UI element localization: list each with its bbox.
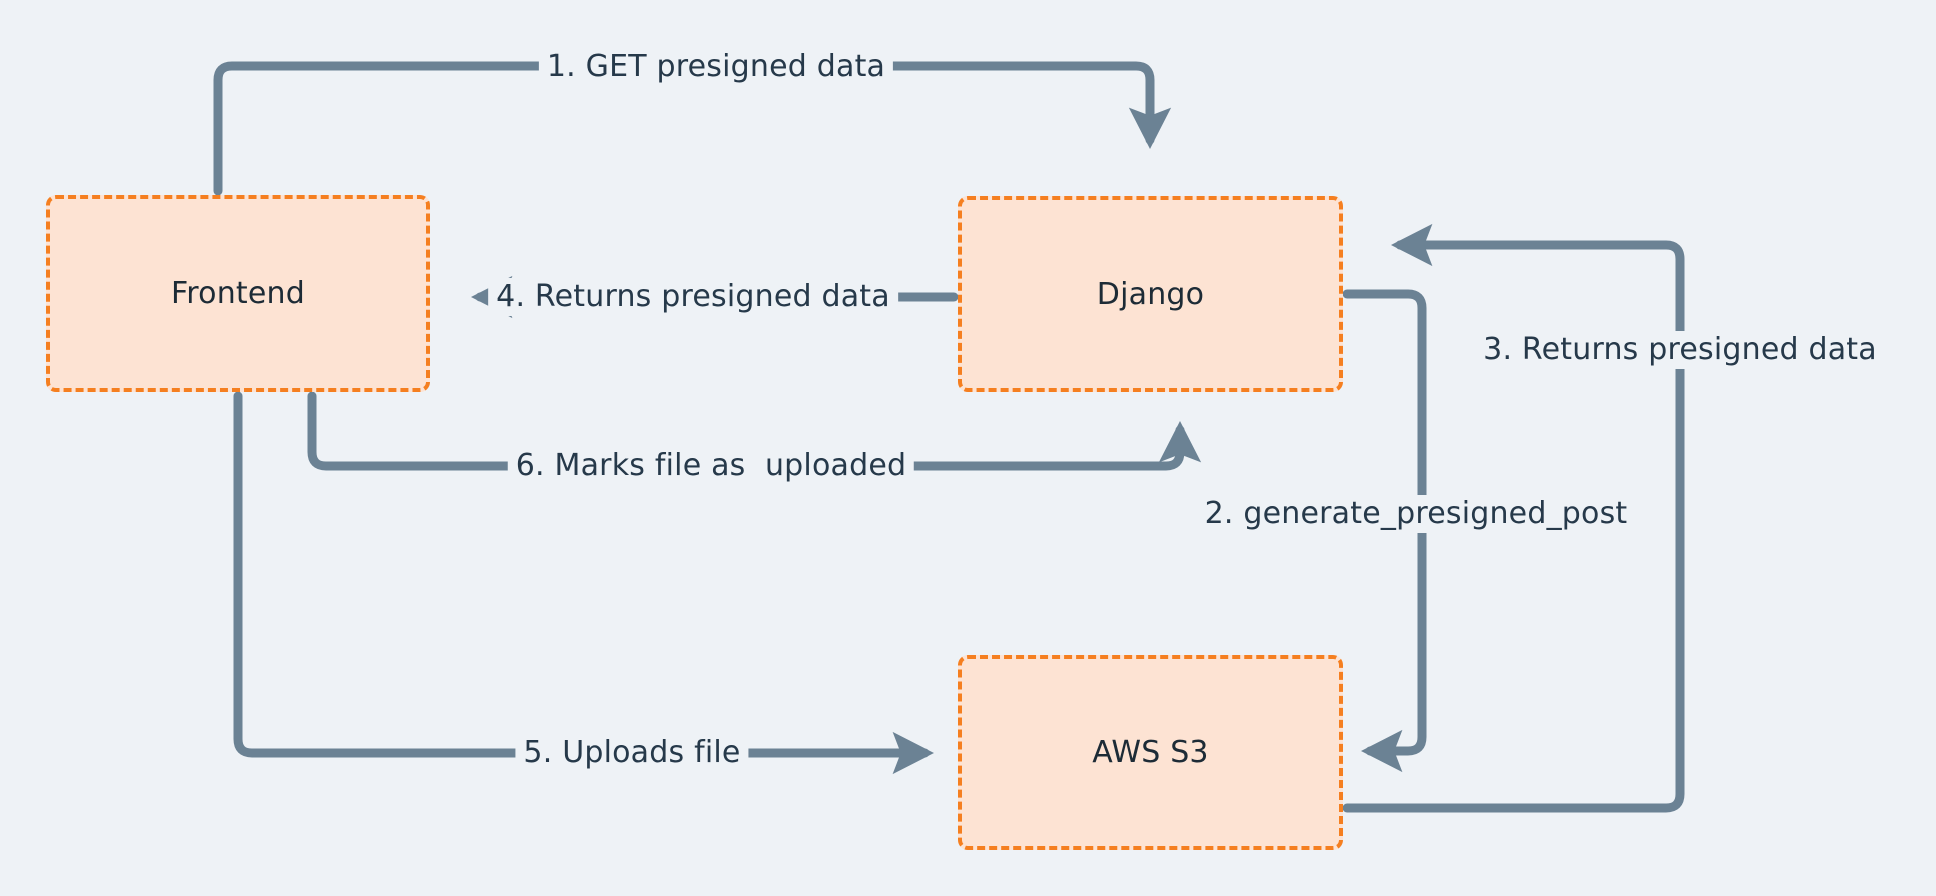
edge-5-path <box>233 391 935 775</box>
edge-label-2: 2. generate_presigned_post <box>1196 495 1636 533</box>
node-django[interactable]: Django <box>958 196 1343 392</box>
node-aws-s3[interactable]: AWS S3 <box>958 655 1343 850</box>
edge-label-3: 3. Returns presigned data <box>1475 331 1885 369</box>
node-django-label: Django <box>1096 276 1205 312</box>
edge-label-6: 6. Marks file as uploaded <box>507 447 915 485</box>
edge-label-4: 4. Returns presigned data <box>488 278 898 316</box>
edge-3-path <box>1342 223 1685 813</box>
node-aws-s3-label: AWS S3 <box>1092 735 1209 770</box>
edge-label-5: 5. Uploads file <box>515 734 749 772</box>
node-frontend-label: Frontend <box>171 276 305 311</box>
edge-label-1: 1. GET presigned data <box>538 48 894 86</box>
node-frontend[interactable]: Frontend <box>46 195 430 392</box>
